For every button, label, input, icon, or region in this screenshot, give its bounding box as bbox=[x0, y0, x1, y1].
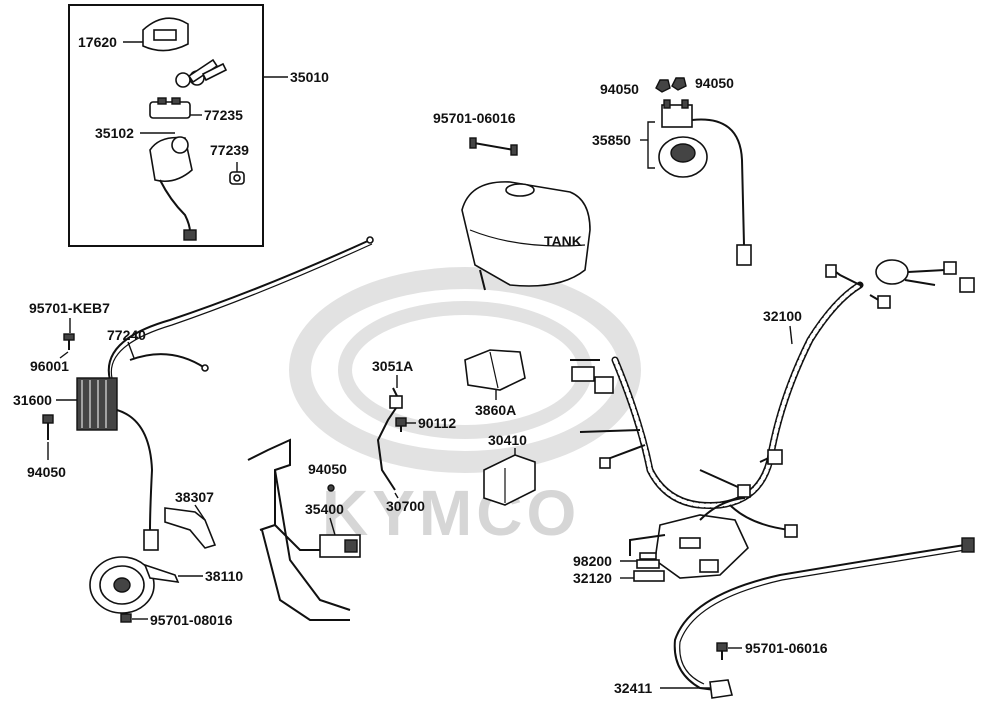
part-label-38307: 38307 bbox=[175, 489, 214, 505]
part-label-30410: 30410 bbox=[488, 432, 527, 448]
part-label-38110: 38110 bbox=[205, 568, 243, 584]
small-nut-icon bbox=[327, 484, 335, 492]
battery-cable-32411: 32411 95701-06016 bbox=[614, 537, 975, 699]
keys-icon bbox=[175, 58, 228, 88]
part-label-94050-b: 94050 bbox=[695, 75, 734, 91]
part-label-95701-08016: 95701-08016 bbox=[150, 612, 233, 628]
bolt-90112-icon bbox=[395, 417, 407, 432]
starter-relay-group: 94050 94050 35850 bbox=[592, 75, 752, 266]
starter-cable-group: 3051A 90112 30700 bbox=[372, 358, 456, 514]
part-label-95701-06016-top: 95701-06016 bbox=[433, 110, 516, 126]
part-label-32120: 32120 bbox=[573, 570, 612, 586]
part-label-3860a: 3860A bbox=[475, 402, 516, 418]
part-label-35102: 35102 bbox=[95, 125, 134, 141]
fuel-tank: TANK bbox=[461, 181, 591, 291]
screw-bottom-icon bbox=[716, 642, 728, 660]
relay-3860a: 3860A bbox=[464, 349, 526, 418]
cdi-30410: 30410 bbox=[483, 432, 536, 506]
bracket-38307: 38307 bbox=[164, 489, 217, 549]
part-label-35010: 35010 bbox=[290, 69, 329, 85]
part-label-35850: 35850 bbox=[592, 132, 631, 148]
ignition-kit-frame bbox=[68, 4, 264, 247]
part-label-95701-keb7: 95701-KEB7 bbox=[29, 300, 110, 316]
lock-cylinder-icon bbox=[229, 171, 245, 185]
part-label-77235: 77235 bbox=[204, 107, 243, 123]
cable-77240: 77240 bbox=[107, 236, 374, 381]
sub-harness-group: 98200 32120 bbox=[573, 497, 749, 586]
part-label-31600: 31600 bbox=[13, 392, 52, 408]
switch-cover-icon bbox=[142, 17, 189, 52]
ignition-kit-group: 17620 35010 77235 35102 77239 bbox=[68, 4, 329, 247]
bolt-icon bbox=[63, 333, 75, 350]
watermark-outer-ring bbox=[289, 267, 641, 473]
part-label-30700: 30700 bbox=[386, 498, 425, 514]
part-label-35400: 35400 bbox=[305, 501, 344, 517]
part-label-94050-a: 94050 bbox=[600, 81, 639, 97]
main-harness-32100: 32100 bbox=[570, 259, 975, 538]
fuse-98200-icon bbox=[636, 559, 660, 569]
part-label-32100: 32100 bbox=[763, 308, 802, 324]
part-label-32411: 32411 bbox=[614, 680, 652, 696]
screw-top-group: 95701-06016 bbox=[433, 110, 518, 156]
part-label-96001: 96001 bbox=[30, 358, 69, 374]
key-switch-icon bbox=[149, 97, 191, 119]
part-label-3051a: 3051A bbox=[372, 358, 413, 374]
part-label-94050-c: 94050 bbox=[27, 464, 66, 480]
part-label-17620: 17620 bbox=[78, 34, 117, 50]
part-label-tank: TANK bbox=[544, 233, 582, 249]
relay-35850-icon bbox=[658, 99, 752, 266]
part-label-98200: 98200 bbox=[573, 553, 612, 569]
fuse-holder-32120-icon bbox=[633, 570, 665, 582]
kymco-watermark: KYMCO bbox=[289, 267, 641, 549]
part-label-95701-06016-bot: 95701-06016 bbox=[745, 640, 828, 656]
nut-94050-b-icon bbox=[671, 77, 687, 91]
screw-icon bbox=[120, 613, 132, 623]
part-label-94050-d: 94050 bbox=[308, 461, 347, 477]
part-label-90112: 90112 bbox=[418, 415, 456, 431]
ignition-body-icon bbox=[149, 136, 197, 241]
horn-38110: 38110 95701-08016 bbox=[89, 556, 243, 628]
regulator-group: 95701-KEB7 96001 31600 94050 bbox=[13, 300, 159, 551]
frame-bracket-35400: 35400 94050 bbox=[247, 438, 361, 621]
part-label-77240: 77240 bbox=[107, 327, 146, 343]
part-label-77239: 77239 bbox=[210, 142, 249, 158]
nut-icon bbox=[42, 414, 54, 440]
nut-94050-a-icon bbox=[655, 79, 671, 93]
regulator-rectifier-icon bbox=[76, 377, 159, 551]
